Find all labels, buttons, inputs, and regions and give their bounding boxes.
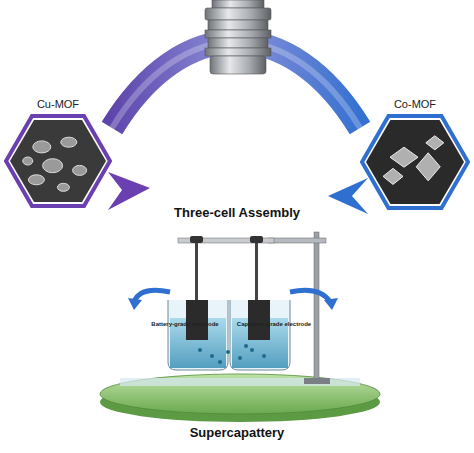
text-label: Battery-grade electrode bbox=[150, 321, 220, 327]
text-label: Capacitor-grade electrode bbox=[234, 321, 314, 327]
cell-illustration bbox=[100, 232, 380, 422]
hexagon-node: Co-MOF bbox=[360, 98, 470, 210]
text-label: Supercapattery bbox=[137, 425, 337, 440]
chevron-arrow bbox=[328, 178, 368, 214]
text-label: Three-cell Assembly bbox=[137, 205, 337, 220]
autoclave-vessel bbox=[205, 0, 271, 74]
arc-band bbox=[112, 42, 360, 128]
hexagon-outline bbox=[4, 114, 112, 208]
node-label: Co-MOF bbox=[360, 98, 470, 110]
sem-image bbox=[10, 120, 106, 202]
sem-image bbox=[366, 120, 464, 204]
node-label: Cu-MOF bbox=[4, 98, 112, 110]
chevron-arrow bbox=[108, 172, 150, 210]
hexagon-outline bbox=[360, 114, 470, 210]
hexagon-node: Cu-MOF bbox=[4, 98, 112, 208]
